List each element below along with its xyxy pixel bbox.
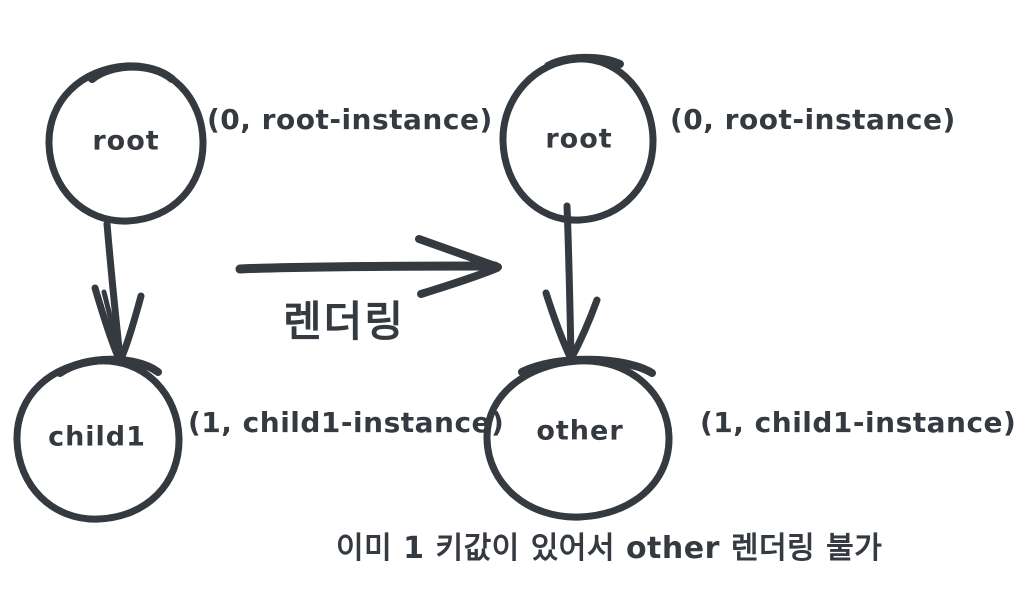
before-root-label: root [92,125,160,157]
after-edge-arrow [542,202,601,363]
after-root-annotation: (0, root-instance) [670,103,956,136]
before-root-circle [45,62,207,225]
before-child-label: child1 [48,421,146,453]
before-child-annotation: (1, child1-instance) [188,406,505,439]
after-root-label: root [545,123,613,155]
before-edge-arrow [91,220,145,365]
after-child-label: other [536,415,624,447]
after-child-circle [483,355,673,521]
before-root-annotation: (0, root-instance) [207,103,493,136]
duplicate-key-note: 이미 1 키값이 있어서 other 렌더링 불가 [336,531,883,566]
before-child-circle [13,355,183,523]
after-child-annotation: (1, child1-instance) [700,406,1014,439]
render-arrow-label: 렌더링 [283,297,405,346]
after-root-circle [499,53,657,224]
render-arrow [235,235,502,298]
